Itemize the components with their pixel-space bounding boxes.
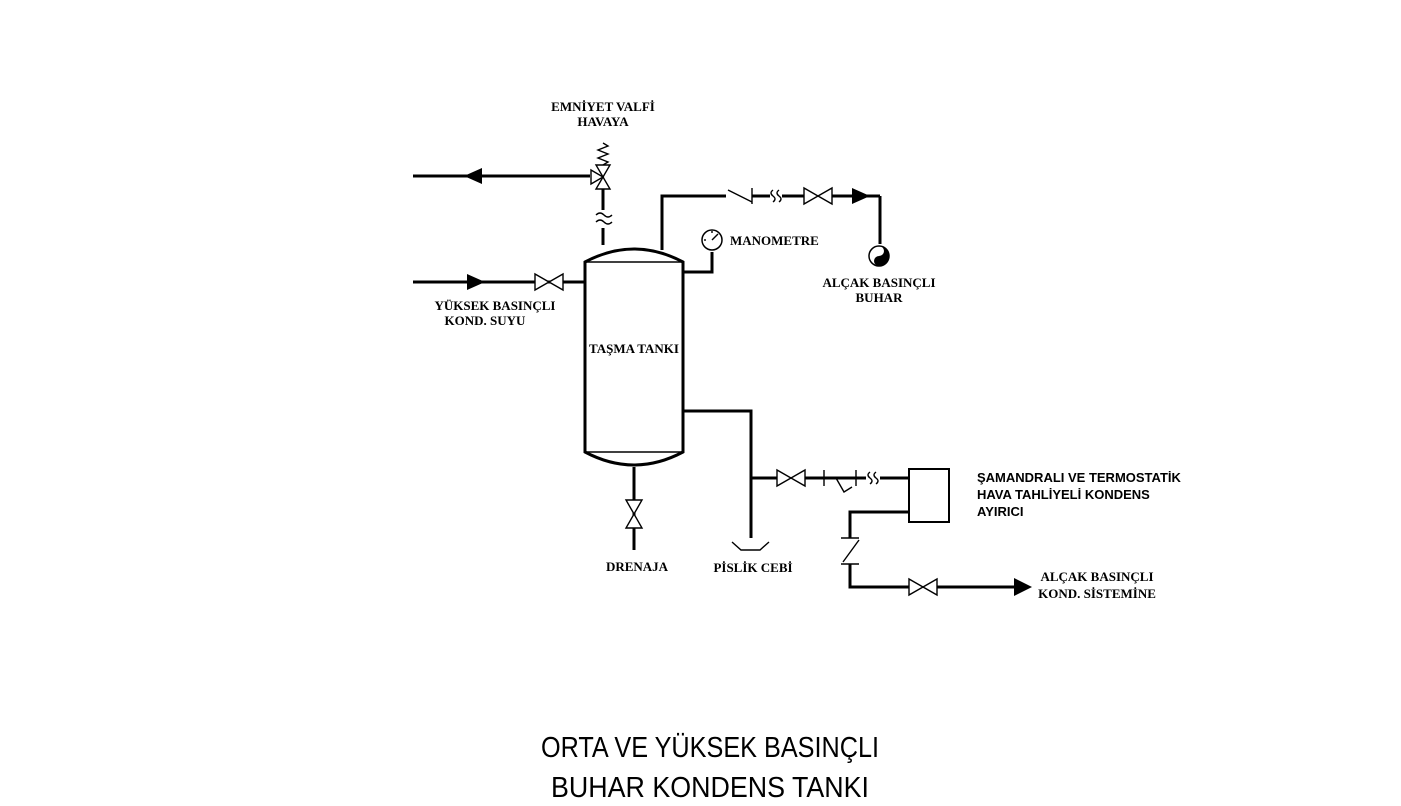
manometer-gauge [683,229,723,274]
low-pressure-outlet-line [841,510,1032,597]
overflow-tank [583,247,685,467]
drain-valve [624,499,644,529]
outlet-label-1: ALÇAK BASINÇLI [1040,569,1153,584]
trap-label-3: AYIRICI [977,504,1023,519]
trap-label-1: ŞAMANDRALI VE TERMOSTATİK [977,470,1182,485]
manometer-label: MANOMETRE [730,233,819,248]
inlet-flow-arrow [467,274,485,290]
safety-valve-label-1: EMNİYET VALFİ [551,99,655,114]
steam-flow-arrow [852,188,870,204]
steam-outlet-valve [803,186,833,206]
trap-supply-line [683,409,909,551]
steam-label-1: ALÇAK BASINÇLI [822,275,935,290]
inlet-label-1: YÜKSEK BASINÇLI [434,298,555,313]
dirt-pocket-label: PİSLİK CEBİ [713,560,792,575]
inlet-label-2: KOND. SUYU [445,313,527,328]
inlet-valve [534,272,564,292]
dirt-pocket [731,541,770,551]
diagram-title-line1: ORTA VE YÜKSEK BASINÇLI [541,732,879,764]
steam-trap-symbol [868,245,890,267]
tank-label: TAŞMA TANKI [589,341,679,356]
high-pressure-inlet-line [413,272,585,292]
outlet-valve [908,577,938,597]
outlet-label-2: KOND. SİSTEMİNE [1038,586,1156,601]
trap-inlet-valve [776,468,806,488]
vent-flow-arrow [464,168,482,184]
safety-valve [590,142,612,190]
drain-label: DRENAJA [606,559,669,574]
float-thermostatic-trap [908,468,950,523]
trap-label-2: HAVA TAHLİYELİ KONDENS [977,487,1150,502]
vent-line [413,168,613,245]
drain-line [624,467,644,550]
outlet-flow-arrow [1014,578,1032,596]
steam-outlet-line [660,186,890,267]
diagram-title-line2: BUHAR KONDENS TANKI [551,772,869,804]
safety-valve-label-2: HAVAYA [577,114,629,129]
steam-label-2: BUHAR [856,290,904,305]
